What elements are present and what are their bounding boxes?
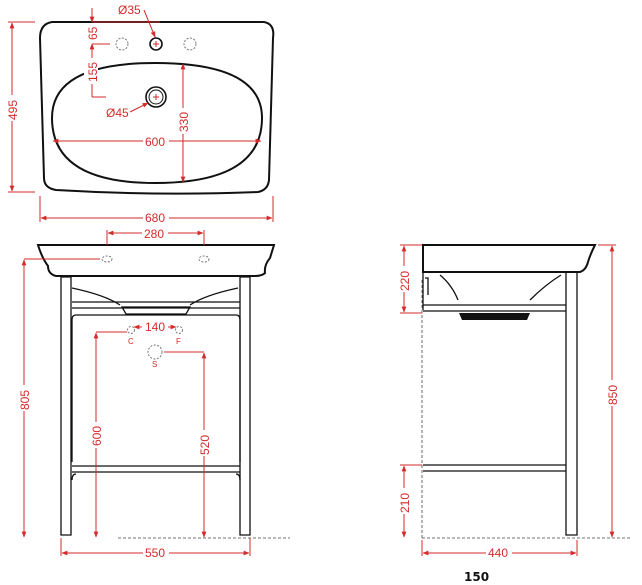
dim-shelf-height: 210: [398, 493, 412, 513]
dim-basin-height: 220: [398, 271, 412, 291]
side-view: 220 850 210 440: [396, 244, 630, 560]
dim-waste-offset: 155: [86, 62, 100, 82]
dim-overall-depth: 495: [6, 100, 20, 120]
dim-leg-depth: 440: [488, 546, 508, 560]
dim-waste-height: 520: [198, 435, 212, 455]
leg-left: [60, 276, 72, 536]
dim-tap-spacing: 280: [144, 227, 164, 241]
basin-side: [422, 244, 597, 273]
dim-tap-offset: 65: [86, 26, 100, 40]
basin-front: [36, 244, 276, 277]
basin-outline-top: [38, 21, 275, 195]
leg-right: [239, 276, 251, 536]
dim-rim-height: 805: [18, 390, 32, 410]
label-hot-supply: F: [176, 337, 181, 346]
bowl-outline: [50, 61, 264, 185]
dim-waste-diameter: Ø45: [106, 106, 129, 120]
dim-overall-height: 850: [606, 385, 620, 405]
label-cold-supply: C: [128, 337, 134, 346]
dim-overall-width: 680: [145, 211, 165, 225]
tap-hole-center-icon: [149, 37, 163, 51]
product-code: 150: [464, 570, 489, 584]
dim-supply-height: 600: [90, 426, 104, 446]
front-view: C F S 280 140 805 600 520 550: [16, 226, 290, 560]
dim-supply-spacing: 140: [145, 320, 165, 334]
dim-tap-diameter: Ø35: [118, 3, 141, 17]
waste-outlet-icon: [145, 86, 167, 108]
dim-bowl-depth: 330: [177, 112, 191, 132]
top-view: 495 65 155 Ø35 Ø45 330 600 680: [4, 3, 275, 225]
tap-hole-right-icon: [183, 37, 197, 51]
dim-leg-span: 550: [145, 546, 165, 560]
dim-bowl-width: 600: [145, 135, 165, 149]
tap-hole-left-icon: [115, 37, 129, 51]
label-waste: S: [152, 360, 157, 369]
